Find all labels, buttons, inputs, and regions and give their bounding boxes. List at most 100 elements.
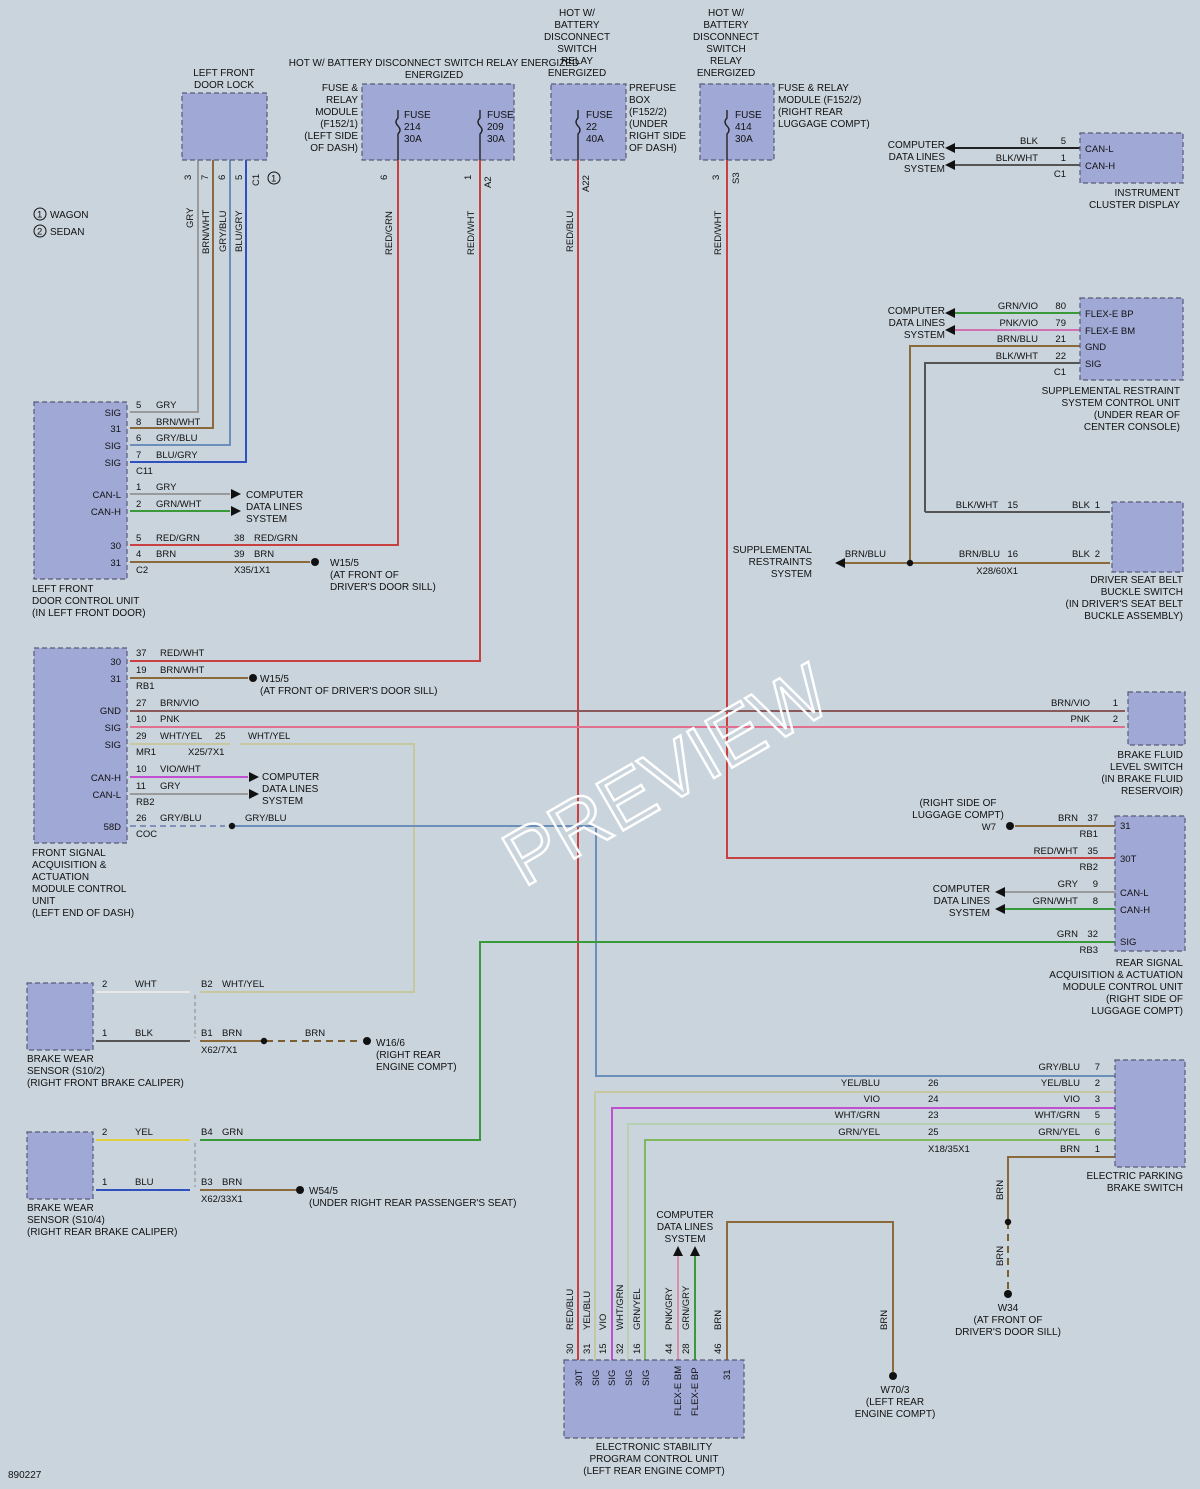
frm-label-4: (F152/1) bbox=[320, 119, 358, 130]
wire-label: GRY bbox=[160, 781, 181, 792]
fsam-title-2: ACQUISITION & bbox=[32, 860, 107, 871]
connector-id: X62/7X1 bbox=[201, 1045, 237, 1056]
wire-label: GRY/BLU bbox=[156, 433, 198, 444]
pin-label: 31 bbox=[110, 674, 121, 685]
frm-label-5: (LEFT SIDE bbox=[304, 131, 358, 142]
pin-num: 2 bbox=[102, 979, 107, 990]
wire-blugry-door bbox=[130, 160, 247, 463]
pin-num: 3 bbox=[1095, 1094, 1100, 1105]
ic-title: INSTRUMENT bbox=[1114, 188, 1180, 199]
pin-num: 32 bbox=[1087, 929, 1098, 940]
wire-label: GRY bbox=[156, 400, 177, 411]
fsam-title-3: ACTUATION bbox=[32, 872, 89, 883]
bfl-title-3: (IN BRAKE FLUID bbox=[1101, 774, 1183, 785]
hot-disconnect: DISCONNECT bbox=[693, 32, 759, 43]
w15-label-3: DRIVER'S DOOR SILL) bbox=[330, 582, 436, 593]
prefuse-label-6: OF DASH) bbox=[629, 143, 677, 154]
cdls-label: DATA LINES bbox=[657, 1222, 714, 1233]
pin-label: SIG bbox=[1085, 359, 1101, 370]
frm-label-6: OF DASH) bbox=[310, 143, 358, 154]
wire-whtgrn-esp bbox=[627, 1123, 1115, 1360]
legend-circle-icon bbox=[33, 207, 47, 221]
fuse-icon bbox=[395, 110, 401, 160]
connector-id: X35/1X1 bbox=[234, 565, 270, 576]
pin-label: GND bbox=[1085, 342, 1106, 353]
pin-label: GND bbox=[100, 706, 121, 717]
hot-relay: RELAY bbox=[561, 56, 593, 67]
wire-brn-epb bbox=[1007, 1156, 1115, 1222]
pin-label: 30 bbox=[110, 541, 121, 552]
splice-dot bbox=[260, 1037, 268, 1045]
wires bbox=[96, 147, 1125, 1372]
wire-label: BRN bbox=[305, 1028, 325, 1039]
pin-num: 2 bbox=[102, 1127, 107, 1138]
fsam-title-5: UNIT bbox=[32, 896, 55, 907]
pin-num: 25 bbox=[928, 1127, 939, 1138]
pin-num: 9 bbox=[1093, 879, 1098, 890]
door-lock-title-2: DOOR LOCK bbox=[194, 80, 254, 91]
wire-label: RED/GRN bbox=[156, 533, 200, 544]
wire-label: YEL/BLU bbox=[1041, 1078, 1080, 1089]
wire-label: WHT/YEL bbox=[160, 731, 202, 742]
lfdcu-box bbox=[33, 401, 128, 580]
wire-label: BRN bbox=[254, 549, 274, 560]
bws-rear-title-3: (RIGHT REAR BRAKE CALIPER) bbox=[27, 1227, 177, 1238]
pin-label: CAN-L bbox=[92, 490, 121, 501]
wire-label: BLK/WHT bbox=[996, 351, 1038, 362]
bws-rear-title: BRAKE WEAR bbox=[27, 1203, 94, 1214]
pin-num: 2 bbox=[136, 499, 141, 510]
arrows bbox=[231, 143, 1005, 1256]
wire-label: BLK/WHT bbox=[956, 500, 998, 511]
w16-label-3: ENGINE COMPT) bbox=[376, 1062, 457, 1073]
pin-num: S3 bbox=[731, 172, 742, 184]
connector-id: C11 bbox=[136, 466, 153, 477]
pin-num: B2 bbox=[201, 979, 213, 990]
arrow-icon bbox=[231, 506, 241, 516]
wire-label: BLU/GRY bbox=[234, 210, 245, 252]
wire-label: RED/WHT bbox=[713, 210, 724, 255]
pin-num: 7 bbox=[200, 175, 211, 180]
connector-id: RB3 bbox=[1080, 945, 1098, 956]
wire-label: BLU/GRY bbox=[156, 450, 198, 461]
pin-label: SIG bbox=[105, 408, 121, 419]
wire-label: BLK bbox=[1072, 549, 1091, 560]
wire-label: WHT/GRN bbox=[835, 1110, 881, 1121]
wire-label: GRY/BLU bbox=[218, 210, 229, 252]
wagon-marker-num: 1 bbox=[271, 174, 276, 185]
arrow-icon bbox=[995, 887, 1005, 897]
connector-id: MR1 bbox=[136, 747, 156, 758]
pin-num: 19 bbox=[136, 665, 147, 676]
bws-front-title: BRAKE WEAR bbox=[27, 1054, 94, 1065]
w54-label: W54/5 bbox=[309, 1186, 338, 1197]
connector-id: RB1 bbox=[136, 681, 154, 692]
pin-num: 37 bbox=[136, 648, 147, 659]
wire-label: RED/WHT bbox=[160, 648, 205, 659]
ground-icon bbox=[296, 1186, 304, 1194]
pin-label: 31 bbox=[722, 1369, 733, 1380]
epb-title: ELECTRIC PARKING bbox=[1087, 1171, 1184, 1182]
connector-id: COC bbox=[136, 829, 157, 840]
pin-num: 39 bbox=[234, 549, 245, 560]
frm-label-2: RELAY bbox=[326, 95, 358, 106]
fuse-label: FUSE bbox=[487, 110, 514, 121]
wire-label: RED/BLU bbox=[565, 211, 576, 252]
arrow-icon bbox=[673, 1246, 683, 1256]
arrow-icon bbox=[835, 558, 845, 568]
pin-num: 6 bbox=[217, 175, 228, 180]
arrow-icon bbox=[231, 489, 241, 499]
pin-label: CAN-H bbox=[1085, 161, 1115, 172]
pin-label: CAN-L bbox=[92, 790, 121, 801]
cdls-label: COMPUTER bbox=[246, 490, 303, 501]
splice-dot bbox=[228, 822, 236, 830]
srs-title-4: CENTER CONSOLE) bbox=[1084, 422, 1180, 433]
pin-label: 58D bbox=[104, 822, 122, 833]
hot-energized: ENERGIZED bbox=[697, 68, 755, 79]
wire-label: GRN bbox=[222, 1127, 243, 1138]
cdls-label: DATA LINES bbox=[889, 152, 946, 163]
ic-title-2: CLUSTER DISPLAY bbox=[1089, 200, 1180, 211]
srs-title-2: SYSTEM CONTROL UNIT bbox=[1061, 398, 1180, 409]
wire-label: WHT/YEL bbox=[222, 979, 264, 990]
pin-label: SIG bbox=[105, 723, 121, 734]
pin-num: 26 bbox=[928, 1078, 939, 1089]
wire-redgrn-30 bbox=[130, 160, 399, 546]
